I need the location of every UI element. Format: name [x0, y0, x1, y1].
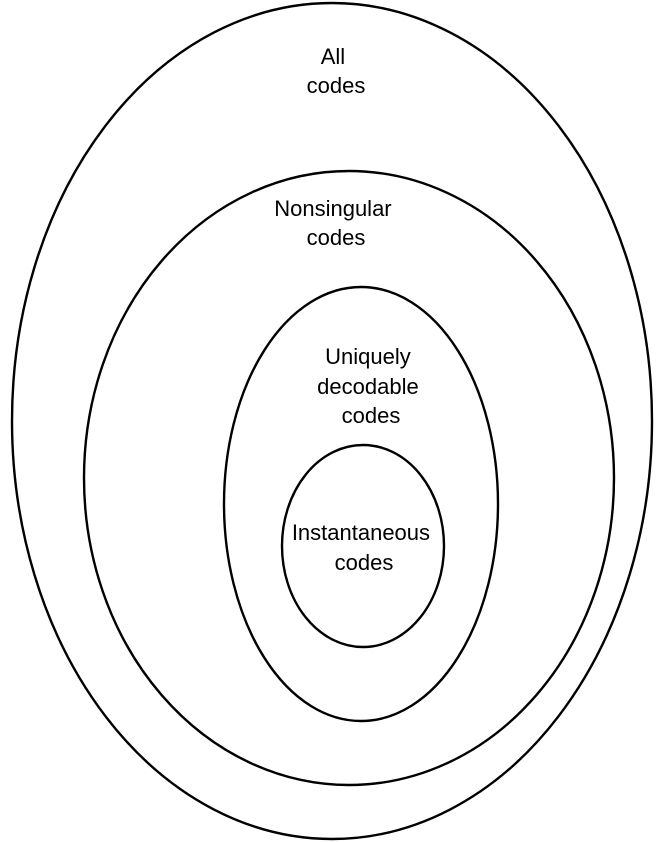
uniquely-decodable-codes-line-3: codes: [342, 403, 401, 428]
set-uniquely-decodable-codes: Uniquely decodable codes: [222, 285, 500, 723]
all-codes-line-2: codes: [307, 73, 366, 98]
uniquely-decodable-codes-line-2: decodable: [317, 374, 419, 399]
nonsingular-codes-ellipse: [82, 169, 616, 787]
uniquely-decodable-codes-line-1: Uniquely: [325, 344, 411, 369]
nonsingular-codes-label: Nonsingular codes: [274, 196, 398, 250]
nonsingular-codes-line-2: codes: [307, 225, 366, 250]
set-nonsingular-codes: Nonsingular codes: [82, 169, 616, 787]
all-codes-ellipse: [10, 1, 654, 841]
uniquely-decodable-codes-label: Uniquely decodable codes: [317, 344, 425, 428]
all-codes-label: All codes: [307, 44, 366, 98]
set-all-codes: All codes: [10, 1, 654, 841]
instantaneous-codes-line-1: Instantaneous: [292, 520, 430, 545]
set-instantaneous-codes: Instantaneous codes: [280, 443, 446, 649]
instantaneous-codes-line-2: codes: [335, 550, 394, 575]
instantaneous-codes-ellipse: [280, 443, 446, 649]
uniquely-decodable-codes-ellipse: [222, 285, 500, 723]
instantaneous-codes-label: Instantaneous codes: [292, 520, 436, 575]
nonsingular-codes-line-1: Nonsingular: [274, 196, 391, 221]
all-codes-line-1: All: [321, 44, 345, 69]
